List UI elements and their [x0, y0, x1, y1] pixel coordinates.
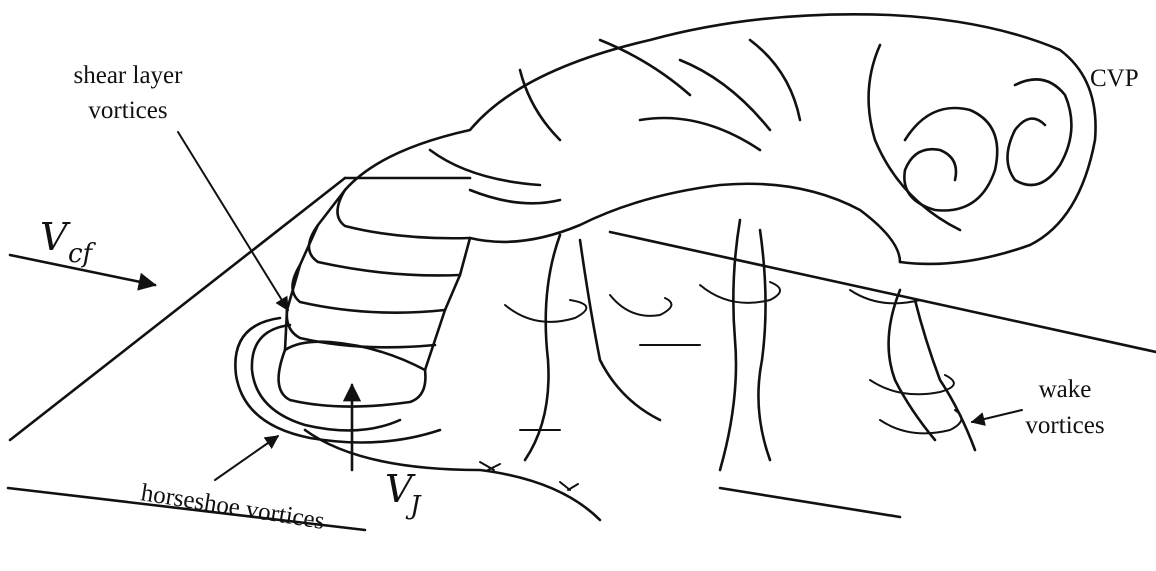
flat-plate	[8, 178, 1156, 530]
vcf-label-sub: cf	[68, 239, 97, 269]
wake-label-line2: vortices	[1025, 412, 1104, 439]
jet-column	[279, 190, 470, 407]
plume-body	[345, 14, 1096, 264]
cvp-label: CVP	[1090, 65, 1139, 92]
shear-layer-leader	[178, 132, 288, 310]
shear-layer-label-line2: vortices	[88, 97, 167, 124]
wake-label-line1: wake	[1039, 376, 1092, 403]
wake-leader	[972, 410, 1022, 422]
wake-vortices	[505, 220, 975, 470]
annotation-arrows	[10, 132, 1022, 480]
shear-layer-label-line1: shear layer	[74, 62, 184, 89]
vcf-label-main: V	[40, 215, 71, 259]
horseshoe-label: horseshoe vortices	[139, 479, 326, 535]
horseshoe-leader	[215, 436, 278, 480]
cvp-swirls	[904, 79, 1071, 210]
